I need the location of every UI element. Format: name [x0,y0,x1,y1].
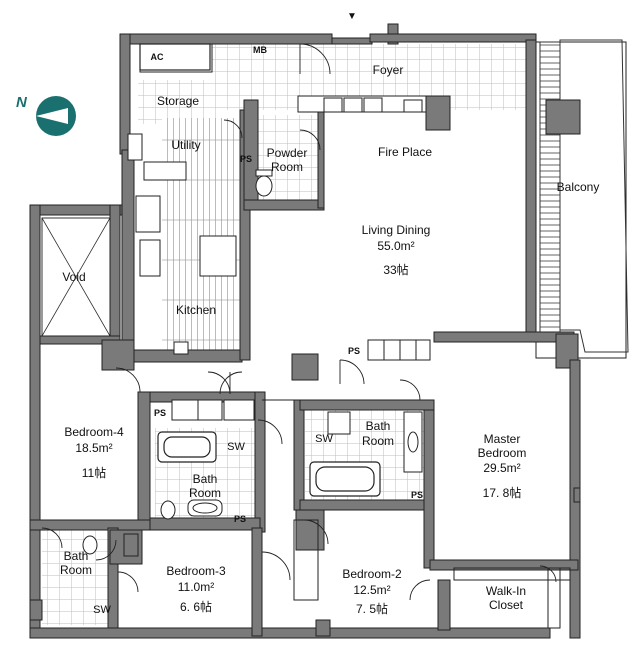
ps-dividers [197,340,417,420]
ac-unit [139,43,211,71]
closet-shelves [293,487,581,629]
bedroom3-name: Bedroom-3 [166,564,226,578]
storage-tile-floor [138,80,216,124]
bath-small-label-1: Bath [63,549,89,563]
bedroom4-jo: 11帖 [81,466,107,480]
ps-label-utility: PS [239,154,253,164]
bedroom2-name: Bedroom-2 [342,567,402,581]
bedroom4-area: 18.5m² [75,441,113,455]
powder-room-label-1: Powder [266,146,308,160]
ac-label: AC [150,52,164,62]
living-dining-name: Living Dining [361,223,431,237]
living-dining-area: 55.0m² [377,239,415,253]
ps-label-living: PS [347,346,361,356]
walk-in-closet-label-2: Closet [488,598,524,612]
living-dining-jo: 33帖 [383,263,409,277]
sw-label-small: SW [93,604,111,616]
master-bedroom-name-1: Master [483,432,521,446]
powder-room-label-2: Room [270,160,304,174]
bedroom2-jo: 7. 5帖 [355,602,389,616]
fire-place-label: Fire Place [377,145,433,159]
ps-label-master-bath: PS [410,490,424,500]
storage-label: Storage [156,94,200,108]
bath-center-label-2: Room [361,434,395,448]
bath-center-label-1: Bath [365,419,391,433]
bedroom4-name: Bedroom-4 [64,425,124,439]
mb-label: MB [253,45,267,55]
bedroom2-area: 12.5m² [353,583,391,597]
entrance-marker: ▼ [347,11,357,22]
bath4-label-2: Room [188,486,222,500]
balcony-label: Balcony [556,180,600,194]
sw-label-bath4: SW [227,441,245,453]
bath4-label-1: Bath [192,472,218,486]
fireplace-block [323,97,423,113]
utility-label: Utility [171,138,201,152]
foyer-label: Foyer [372,63,404,77]
bath-small-label-2: Room [59,563,93,577]
walk-in-closet-label-1: Walk-In [485,584,527,598]
kitchen-label: Kitchen [175,303,217,317]
north-letter: N [16,94,27,111]
ps-label-bath4: PS [153,408,167,418]
ps-label-bath4-lower: PS [233,514,247,524]
bathtubs [157,431,381,497]
bedroom3-area: 11.0m² [177,580,215,594]
master-bedroom-area: 29.5m² [483,461,521,475]
master-bedroom-name-2: Bedroom [477,446,527,460]
compass-icon [36,96,76,136]
void-label: Void [62,270,86,284]
fixtures [82,133,423,555]
balcony-outer-edge [559,39,629,353]
sw-label-center: SW [315,433,333,445]
master-bedroom-jo: 17. 8帖 [482,486,522,500]
north-compass: N [16,94,78,140]
bedroom3-jo: 6. 6帖 [179,600,213,614]
bath-small-tile-floor [42,530,110,625]
void-cross [41,217,111,337]
